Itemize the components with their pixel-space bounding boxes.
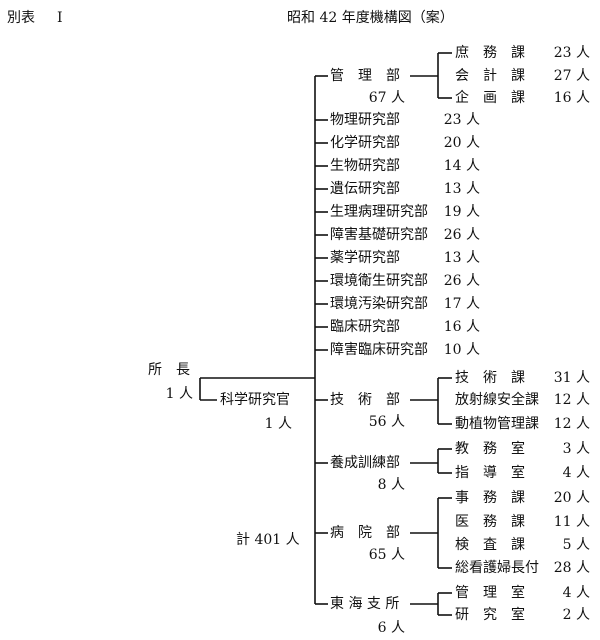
research-dept-name: 薬学研究部 (330, 250, 400, 266)
dept-tokai-count: 6 人 (377, 620, 405, 636)
research-dept-count: 17 人 (443, 296, 480, 312)
section-count: 27 人 (553, 68, 590, 84)
dept-hospital: 病 院 部 (330, 525, 400, 541)
dept-training: 養成訓練部 (330, 455, 400, 471)
research-dept-name: 環境衛生研究部 (330, 273, 428, 289)
research-dept-count: 10 人 (443, 342, 480, 358)
section-count: 28 人 (553, 560, 590, 576)
dept-training-count: 8 人 (377, 477, 405, 493)
research-dept-count: 16 人 (443, 319, 480, 335)
dept-technical: 技 術 部 (330, 392, 400, 408)
scientist-count: 1 人 (264, 416, 292, 432)
research-dept-name: 臨床研究部 (330, 319, 400, 335)
scientist-title: 科学研究官 (220, 392, 290, 408)
research-dept-name: 障害基礎研究部 (330, 227, 428, 243)
dept-technical-count: 56 人 (368, 414, 405, 430)
research-dept-count: 13 人 (443, 181, 480, 197)
director-count: 1 人 (165, 386, 193, 402)
section-count: 11 人 (553, 514, 590, 530)
section-name: 検 査 課 (455, 537, 525, 553)
research-dept-name: 障害臨床研究部 (330, 342, 428, 358)
table-label: 別表 (7, 10, 35, 26)
section-count: 4 人 (562, 585, 590, 601)
section-name: 指 導 室 (455, 465, 525, 481)
section-count: 12 人 (553, 392, 590, 408)
research-dept-name: 物理研究部 (330, 112, 400, 128)
research-dept-count: 13 人 (443, 250, 480, 266)
section-count: 2 人 (562, 607, 590, 623)
section-count: 12 人 (553, 416, 590, 432)
section-count: 31 人 (553, 370, 590, 386)
section-count: 5 人 (562, 537, 590, 553)
dept-management-count: 67 人 (368, 90, 405, 106)
section-count: 16 人 (553, 90, 590, 106)
total-staff: 計 401 人 (236, 532, 300, 548)
research-dept-count: 23 人 (443, 112, 480, 128)
section-count: 4 人 (562, 465, 590, 481)
research-dept-count: 19 人 (443, 204, 480, 220)
section-name: 動植物管理課 (455, 416, 539, 432)
section-name: 庶 務 課 (455, 45, 525, 61)
research-dept-count: 26 人 (443, 273, 480, 289)
section-name: 放射線安全課 (455, 392, 539, 408)
research-dept-name: 化学研究部 (330, 135, 400, 151)
research-dept-name: 環境汚染研究部 (330, 296, 428, 312)
director-title: 所 長 (148, 362, 190, 378)
research-dept-count: 26 人 (443, 227, 480, 243)
research-dept-count: 20 人 (443, 135, 480, 151)
table-numeral: I (57, 10, 63, 26)
section-name: 会 計 課 (455, 68, 525, 84)
section-name: 企 画 課 (455, 90, 525, 106)
section-name: 研 究 室 (455, 607, 525, 623)
dept-management: 管 理 部 (330, 68, 400, 84)
section-name: 事 務 課 (455, 490, 525, 506)
section-name: 技 術 課 (455, 370, 525, 386)
section-count: 23 人 (553, 45, 590, 61)
section-name: 管 理 室 (455, 585, 525, 601)
research-dept-count: 14 人 (443, 158, 480, 174)
section-count: 20 人 (553, 490, 590, 506)
dept-tokai: 東 海 支 所 (330, 596, 400, 612)
chart-title: 昭和 42 年度機構図（案） (287, 10, 454, 26)
research-dept-name: 生理病理研究部 (330, 204, 428, 220)
section-name: 総看護婦長付 (455, 560, 539, 576)
section-count: 3 人 (562, 441, 590, 457)
research-dept-name: 生物研究部 (330, 158, 400, 174)
section-name: 医 務 課 (455, 514, 525, 530)
section-name: 教 務 室 (455, 441, 525, 457)
dept-hospital-count: 65 人 (368, 547, 405, 563)
research-dept-name: 遺伝研究部 (330, 181, 400, 197)
